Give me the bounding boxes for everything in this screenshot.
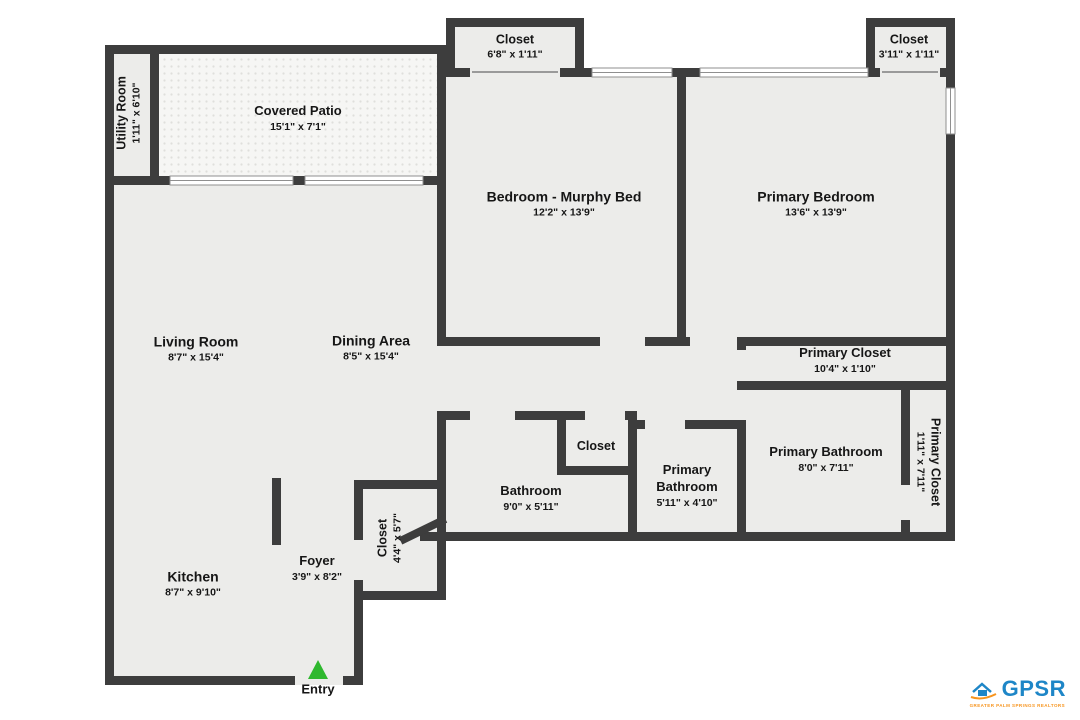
room-label-closet-mid: Closet	[577, 438, 615, 454]
room-dims: 1'11" x 7'11"	[914, 431, 927, 493]
room-name: Primary Closet	[928, 417, 943, 507]
windows	[169, 67, 956, 186]
gpsr-logo-text: GPSR	[1001, 676, 1066, 701]
room-label-covered-patio: Covered Patio 15'1" x 7'1"	[254, 103, 341, 135]
room-name: Foyer	[299, 553, 335, 569]
room-label-living-room: Living Room 8'7" x 15'4"	[154, 333, 239, 366]
room-dims: 13'6" x 13'9"	[785, 206, 847, 219]
room-floors	[105, 18, 955, 685]
room-dims: 8'5" x 15'4"	[343, 350, 399, 363]
entry-label-text: Entry	[301, 681, 335, 697]
door-leaf	[398, 515, 448, 545]
room-name: Closet	[375, 518, 390, 558]
room-name: Bathroom	[500, 483, 562, 499]
room-dims: 15'1" x 7'1"	[270, 121, 326, 134]
room-dims: 9'0" x 5'11"	[503, 501, 559, 514]
room-dims: 1'11" x 6'10"	[130, 82, 143, 144]
gpsr-logo-row: GPSR	[969, 676, 1066, 702]
walls	[105, 18, 955, 685]
room-dims: 8'7" x 9'10"	[165, 586, 221, 599]
room-dims: 5'11" x 4'10"	[656, 496, 718, 509]
room-name: Dining Area	[331, 332, 411, 349]
room-dims: 8'0" x 7'11"	[798, 462, 854, 475]
room-dims: 10'4" x 1'10"	[814, 363, 876, 376]
room-dims: 3'11" x 1'11"	[878, 48, 940, 61]
room-label-closet-top-right: Closet 3'11" x 1'11"	[879, 32, 940, 63]
room-name: Primary Bedroom	[757, 188, 875, 205]
room-name: Covered Patio	[254, 103, 342, 119]
gpsr-logo-tagline: Greater Palm Springs Realtors	[969, 703, 1066, 708]
room-label-dining-area: Dining Area 8'5" x 15'4"	[332, 332, 410, 365]
room-label-primary-closet-vertical: Primary Closet 1'11" x 7'11"	[913, 418, 944, 506]
entry-label: Entry	[301, 682, 334, 699]
room-dims: 3'9" x 8'2"	[292, 571, 342, 584]
room-name: Closet	[495, 32, 535, 47]
gpsr-house-icon	[970, 682, 997, 700]
room-name: Primary Bathroom	[769, 444, 883, 460]
room-name: Living Room	[153, 333, 239, 350]
room-label-kitchen: Kitchen 8'7" x 9'10"	[165, 568, 221, 601]
room-label-bedroom-murphy-bed: Bedroom - Murphy Bed 12'2" x 13'9"	[487, 188, 642, 221]
room-label-closet-top: Closet 6'8" x 1'11"	[487, 32, 542, 63]
room-name: Closet	[576, 438, 616, 453]
room-name: Kitchen	[167, 568, 219, 585]
room-label-foyer: Foyer 3'9" x 8'2"	[292, 553, 342, 585]
room-dims: 8'7" x 15'4"	[168, 351, 224, 364]
room-dims: 12'2" x 13'9"	[533, 206, 595, 219]
room-label-utility-room: Utility Room 1'11" x 6'10"	[114, 76, 145, 150]
room-label-primary-bedroom: Primary Bedroom 13'6" x 13'9"	[757, 188, 874, 221]
room-name: Primary Bathroom	[656, 461, 718, 494]
room-label-primary-bathroom-small: Primary Bathroom 5'11" x 4'10"	[646, 462, 728, 510]
room-label-closet-foyer: Closet 4'4" x 5'7"	[375, 513, 406, 563]
room-label-primary-bathroom-large: Primary Bathroom 8'0" x 7'11"	[769, 444, 882, 476]
room-name: Bedroom - Murphy Bed	[486, 188, 642, 205]
room-label-bathroom: Bathroom 9'0" x 5'11"	[500, 483, 561, 515]
room-name: Utility Room	[114, 76, 129, 150]
patio-floor-texture	[150, 45, 446, 185]
room-name: Closet	[889, 32, 929, 47]
gpsr-logo: GPSR Greater Palm Springs Realtors	[969, 676, 1066, 708]
entry-arrow-icon	[308, 660, 328, 679]
room-dims: 6'8" x 1'11"	[487, 48, 543, 61]
room-name: Primary Closet	[799, 345, 891, 361]
room-label-primary-closet-horizontal: Primary Closet 10'4" x 1'10"	[799, 345, 891, 377]
room-dims: 4'4" x 5'7"	[391, 513, 404, 563]
